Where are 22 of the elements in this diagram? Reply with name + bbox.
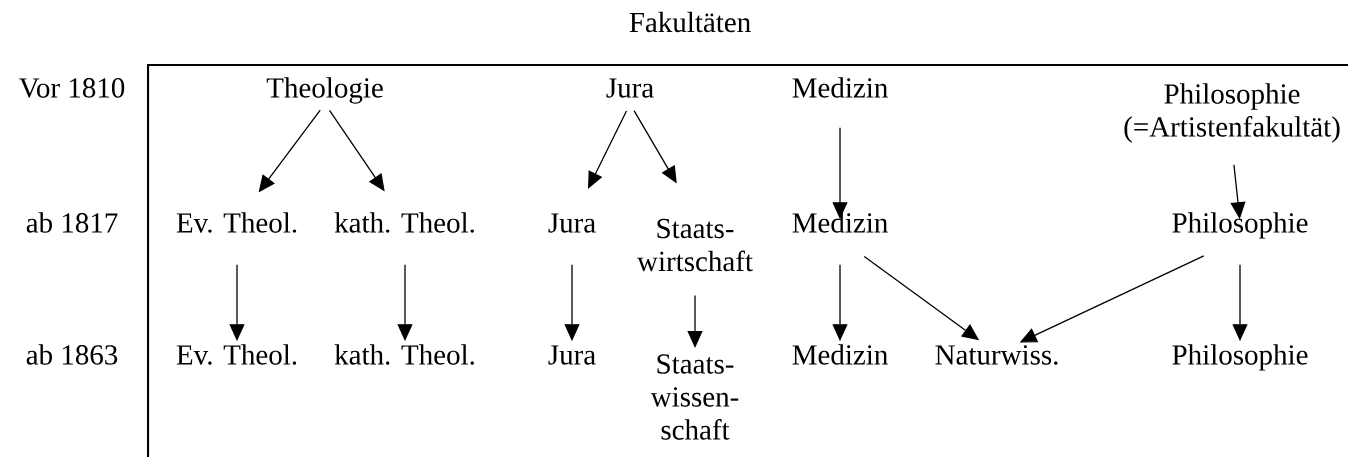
faculty-label: Jura [606, 78, 654, 98]
faculty-label: Ev. Theol. [176, 212, 297, 233]
faculty-label: kath. Theol. [334, 344, 474, 365]
faculty-label: Medizin [792, 344, 888, 365]
faculty-label: kath. Theol. [334, 212, 474, 233]
faculty-label: Jura [548, 213, 596, 233]
faculty-label: Staats- wissen- schaft [650, 354, 739, 440]
faculty-label: Medizin [792, 77, 888, 98]
faculty-label: Naturwiss. [935, 345, 1058, 365]
faculty-label: Ev. Theol. [176, 344, 297, 365]
row-label: ab 1863 [26, 344, 118, 365]
arrow [687, 294, 703, 348]
faculty-label: Philosophie (=Artistenfakultät) [1124, 83, 1340, 143]
faculty-label: Philosophie [1172, 344, 1308, 371]
title: Fakultäten [629, 11, 751, 33]
faculty-label: Philosophie [1172, 212, 1308, 239]
faculty-label: Medizin [792, 212, 888, 233]
row-label: ab 1817 [26, 212, 118, 233]
row-label: Vor 1810 [19, 78, 125, 98]
faculty-label: Theologie [266, 77, 383, 104]
faculty-label: Jura [548, 345, 596, 365]
faculty-label: Staats- wirtschaft [637, 218, 753, 272]
